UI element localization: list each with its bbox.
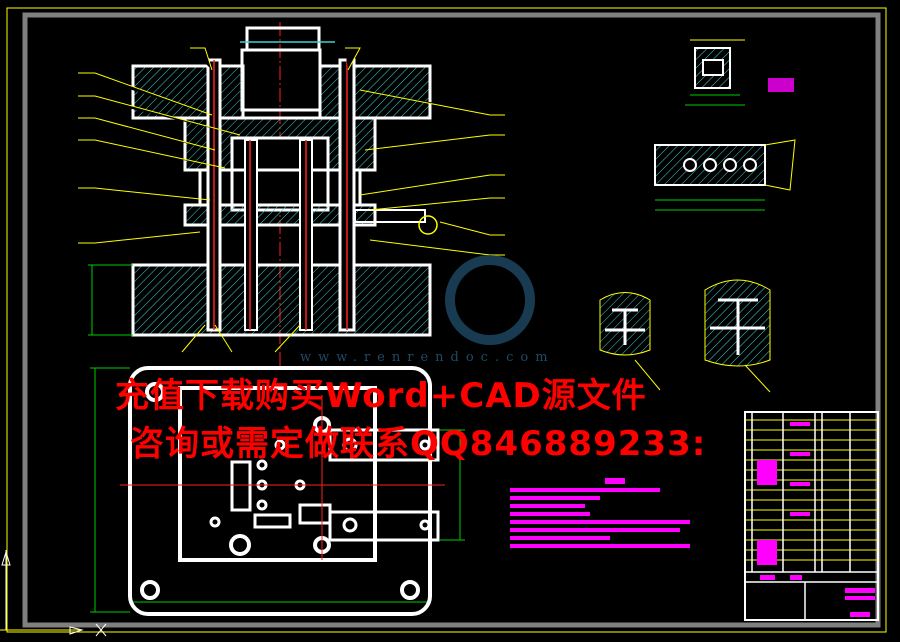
dimension-lines bbox=[88, 264, 465, 613]
detail-label bbox=[768, 78, 794, 92]
site-watermark: www.renrendoc.com bbox=[300, 350, 555, 365]
section-b-b bbox=[704, 279, 771, 393]
detail-part bbox=[685, 39, 745, 106]
leader-lines bbox=[78, 47, 505, 353]
red-hidden-lines bbox=[213, 60, 348, 330]
logo-watermark bbox=[445, 255, 535, 345]
outer-frame bbox=[6, 7, 887, 633]
title-block bbox=[744, 411, 879, 621]
section-view bbox=[654, 139, 796, 211]
plan-centerlines bbox=[120, 395, 445, 560]
elevation-view bbox=[131, 26, 438, 337]
section-a-a bbox=[599, 292, 661, 391]
technical-notes bbox=[510, 478, 690, 548]
watermark-line-2: 咨询或需定做联系QQ846889233: bbox=[130, 424, 707, 464]
ucs-axis-icon bbox=[0, 550, 107, 637]
watermark-line-1: 充值下载购买Word+CAD源文件 bbox=[115, 376, 647, 416]
plan-view bbox=[128, 366, 440, 616]
inner-frame bbox=[22, 12, 881, 628]
